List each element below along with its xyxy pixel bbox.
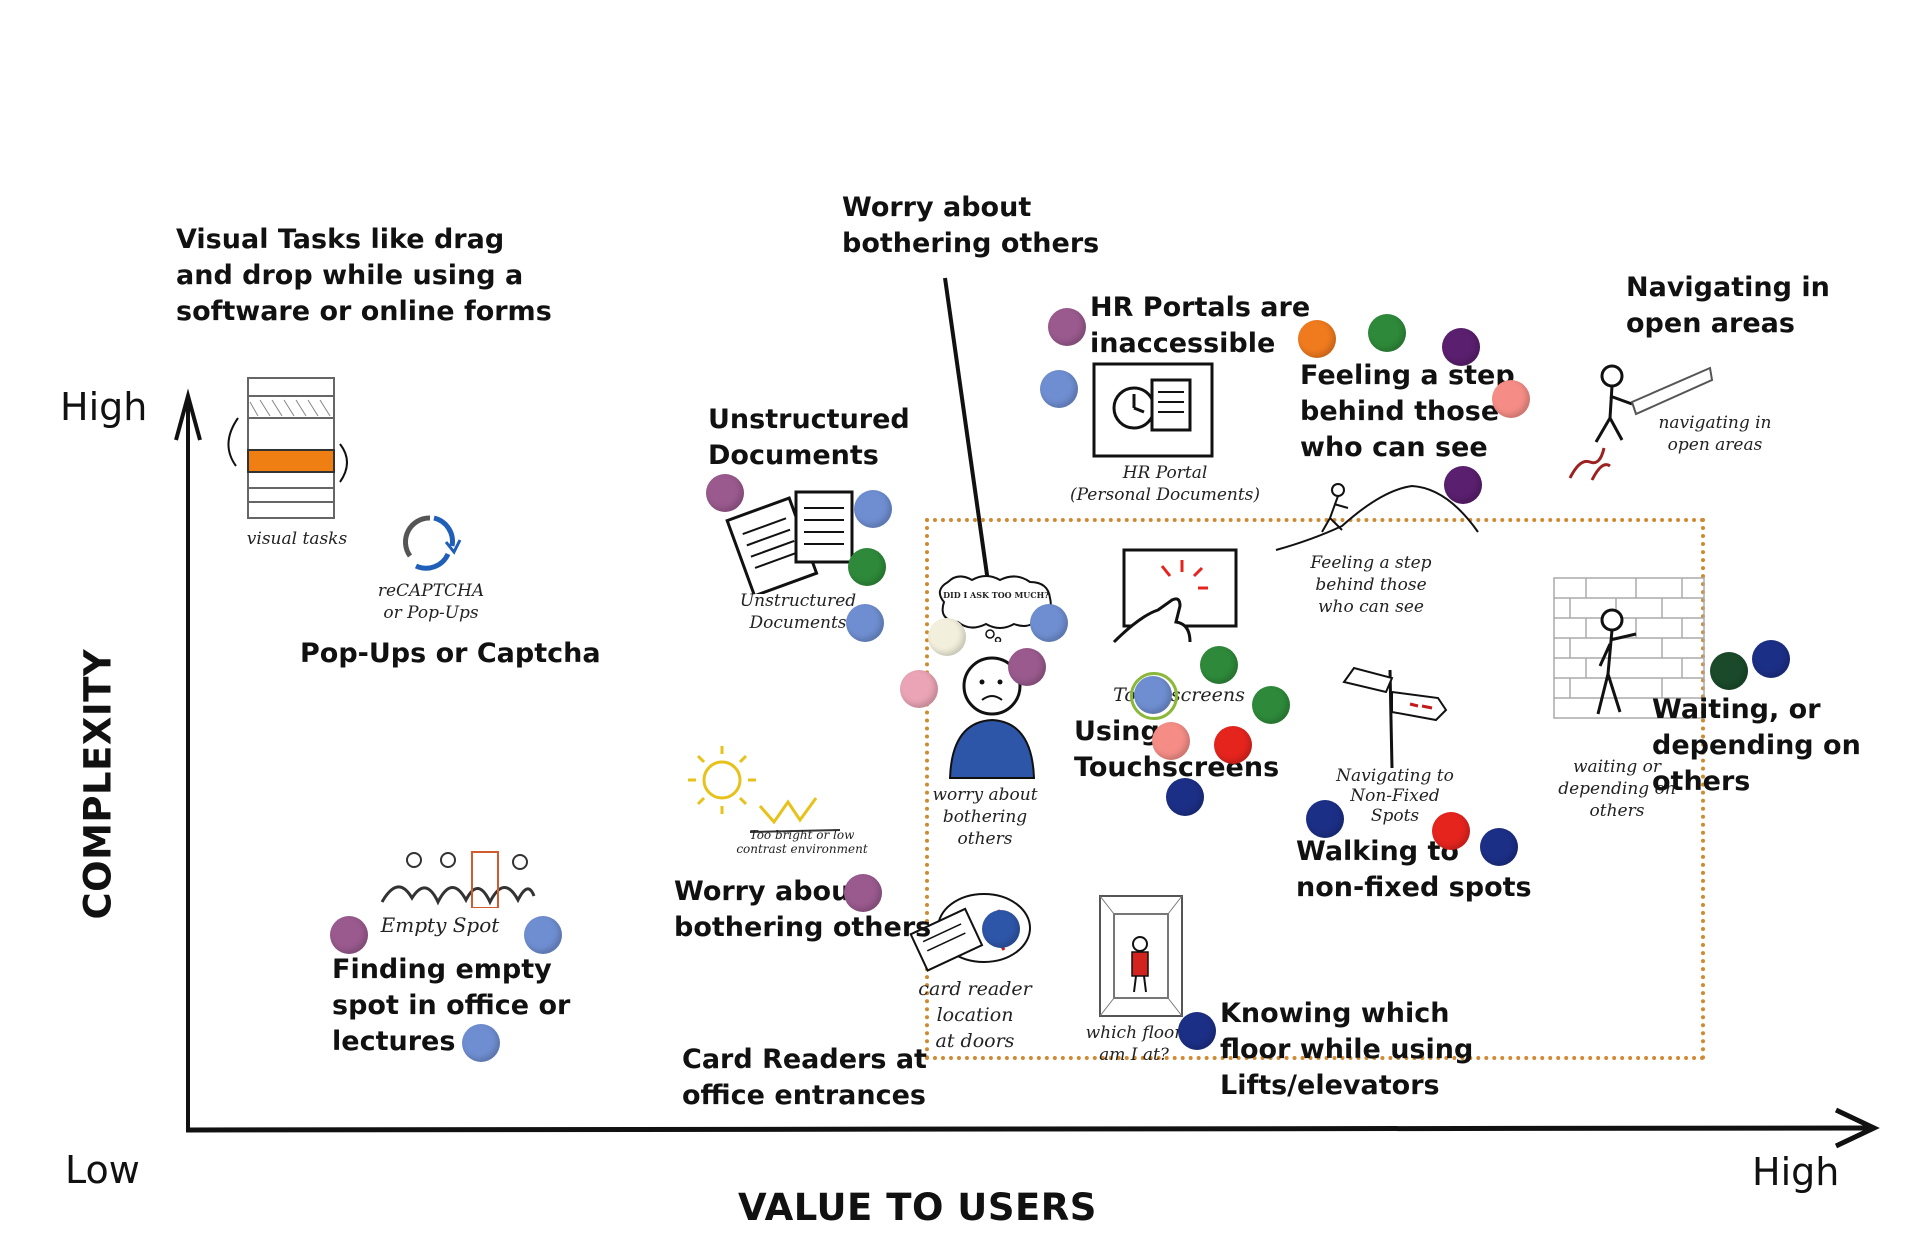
- x-axis-low-label: Low: [65, 1148, 140, 1192]
- thought-bubble-text: DID I ASK TOO MUCH?: [943, 590, 1049, 600]
- lift-note: which floor am I at?: [1085, 1023, 1183, 1065]
- empty-spot-sketch: [380, 851, 536, 908]
- open-area-sketch: [1568, 364, 1714, 481]
- vote-dot: [844, 874, 882, 912]
- documents-note: Unstructured Documents: [739, 591, 857, 633]
- touch-highlight-ring: [1130, 672, 1178, 720]
- vote-dot: [462, 1024, 500, 1062]
- vote-dot: [1214, 726, 1252, 764]
- label-visual-tasks: Visual Tasks like drag and drop while us…: [176, 224, 552, 327]
- vote-dot: [1306, 800, 1344, 838]
- x-axis-high-label: High: [1752, 1150, 1840, 1194]
- label-hr-portals: HR Portals are inaccessible: [1090, 292, 1311, 359]
- signpost-sketch: [1342, 666, 1448, 769]
- non-fixed-note: Navigating to Non-Fixed Spots: [1336, 766, 1454, 826]
- worry-connector-line: [943, 277, 992, 597]
- recaptcha-icon: [402, 515, 462, 571]
- vote-dot: [1134, 676, 1172, 714]
- empty-spot-note: Empty Spot: [380, 913, 500, 937]
- vote-dot: [1178, 1012, 1216, 1050]
- waiting-sketch: [1553, 577, 1705, 719]
- card-reader-note: card reader location at doors: [918, 978, 1032, 1052]
- label-finding-empty-spot: Finding empty spot in office or lectures: [332, 954, 571, 1057]
- vote-dot: [1030, 604, 1068, 642]
- sun-sketch: [688, 746, 841, 833]
- vote-dot: [1152, 722, 1190, 760]
- vote-dot: [854, 490, 892, 528]
- open-area-note: navigating in open areas: [1658, 413, 1772, 455]
- label-worry-bottom: Worry abou bothering others: [674, 876, 932, 943]
- x-axis-title: VALUE TO USERS: [738, 1186, 1097, 1229]
- bright-note: Too bright or low contrast environment: [736, 828, 868, 856]
- lift-sketch: [1099, 895, 1183, 1017]
- recaptcha-note: reCAPTCHA or Pop-Ups: [377, 581, 485, 623]
- label-feeling-step: Feeling a step behind those who can see: [1300, 360, 1515, 463]
- vote-dot: [330, 916, 368, 954]
- vote-dot: [928, 618, 966, 656]
- label-popups-captcha: Pop-Ups or Captcha: [300, 638, 601, 669]
- visual-tasks-note: visual tasks: [246, 529, 348, 549]
- vote-dot: [1480, 828, 1518, 866]
- label-waiting: Waiting, or depending on others: [1652, 694, 1861, 797]
- label-lifts: Knowing which floor while using Lifts/el…: [1220, 998, 1474, 1101]
- vote-dot: [1040, 370, 1078, 408]
- hill-sketch: [1275, 483, 1479, 551]
- worried-person-sketch: [948, 656, 1036, 779]
- vote-dot: [706, 474, 744, 512]
- vote-dot: [1368, 314, 1406, 352]
- x-axis-arrow: [1834, 1107, 1880, 1149]
- thought-bubble: [938, 575, 1052, 642]
- documents-sketch: [725, 490, 854, 594]
- vote-dot: [1200, 646, 1238, 684]
- touchscreen-note: Touchscreens: [1113, 684, 1245, 706]
- vote-dot: [524, 916, 562, 954]
- y-axis-title: COMPLEXITY: [76, 648, 120, 920]
- feeling-step-note: Feeling a step behind those who can see: [1310, 553, 1432, 617]
- vote-dot: [1710, 652, 1748, 690]
- vote-dot: [848, 548, 886, 586]
- y-axis-arrow: [174, 388, 202, 441]
- vote-dot: [1752, 640, 1790, 678]
- label-card-readers: Card Readers at office entrances: [682, 1044, 927, 1111]
- vote-dot: [900, 670, 938, 708]
- visual-tasks-sketch: [227, 377, 348, 519]
- label-navigating-open: Navigating in open areas: [1626, 272, 1830, 339]
- hr-portal-sketch: [1092, 362, 1214, 458]
- label-walking-non-fixed: Walking to non-fixed spots: [1296, 836, 1532, 903]
- vote-dot: [1166, 778, 1204, 816]
- vote-dot: [1048, 308, 1086, 346]
- label-unstructured-documents: Unstructured Documents: [708, 404, 910, 471]
- touchscreen-sketch: [1112, 548, 1238, 644]
- y-axis-high-label: High: [60, 385, 148, 429]
- vote-dot: [1432, 812, 1470, 850]
- vote-dot: [1442, 328, 1480, 366]
- label-worry-top: Worry about bothering others: [842, 192, 1100, 259]
- vote-dot: [1252, 686, 1290, 724]
- x-axis-line: [185, 1125, 1873, 1133]
- waiting-note: waiting or depending on others: [1558, 757, 1676, 821]
- vote-dot: [1008, 648, 1046, 686]
- worry-note: worry about bothering others: [932, 785, 1038, 849]
- vote-dot: [1492, 380, 1530, 418]
- vote-dot: [982, 910, 1020, 948]
- vote-dot: [1298, 320, 1336, 358]
- focus-zone: [925, 518, 1705, 1060]
- hr-portal-note: HR Portal (Personal Documents): [1069, 463, 1261, 505]
- vote-dot: [1444, 466, 1482, 504]
- vote-dot: [846, 604, 884, 642]
